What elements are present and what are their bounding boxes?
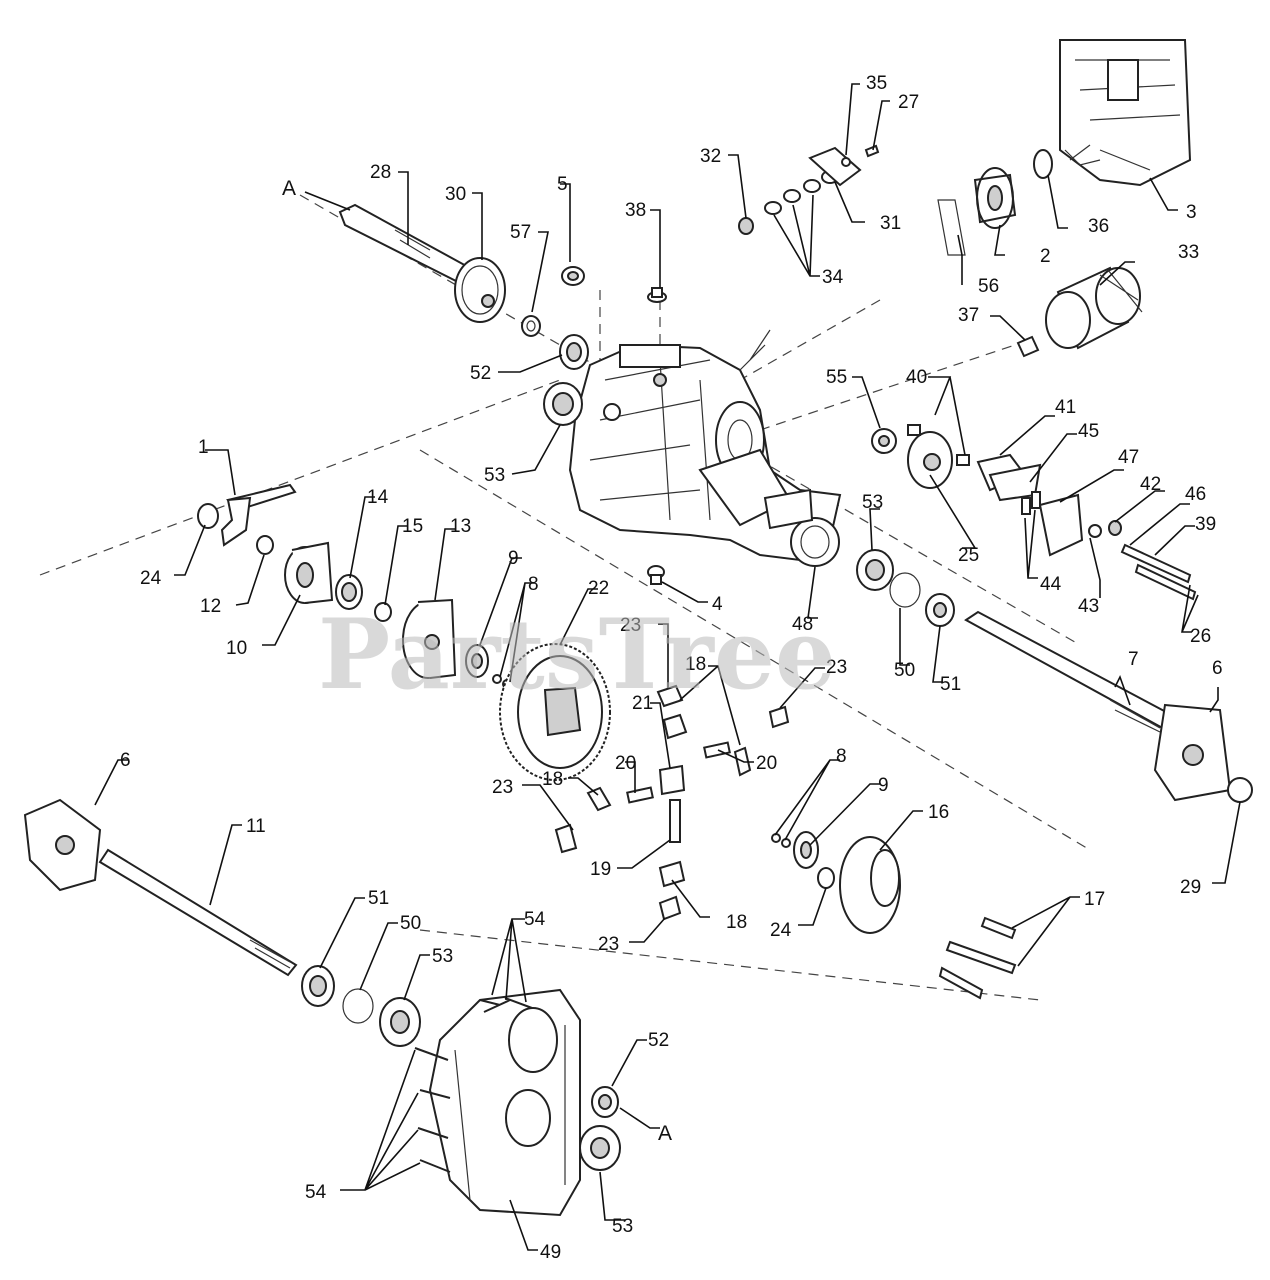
callout-10: 10	[226, 638, 247, 659]
callout-37: 37	[958, 305, 979, 326]
transaxle-housing	[568, 329, 842, 567]
callout-35: 35	[866, 73, 887, 94]
callout-54-bottom: 54	[305, 1182, 327, 1203]
callout-46: 46	[1185, 484, 1206, 505]
pump-pulley	[937, 149, 1053, 256]
oil-filter	[1045, 266, 1143, 350]
callout-23-a: 23	[620, 615, 641, 636]
input-shaft	[338, 203, 541, 337]
right-axle-parts	[856, 549, 1253, 803]
callout-23-d: 23	[598, 934, 619, 955]
callout-51-right: 51	[940, 674, 961, 695]
callout-21: 21	[632, 693, 653, 714]
callout-2: 2	[1040, 246, 1051, 267]
callout-12: 12	[200, 596, 221, 617]
callout-53-left: 53	[432, 946, 453, 967]
callout-50-right: 50	[894, 660, 915, 681]
callout-52-top: 52	[470, 363, 491, 384]
callout-49: 49	[540, 1242, 561, 1263]
callout-4: 4	[712, 594, 723, 615]
callout-6-right: 6	[1212, 658, 1223, 679]
callout-23-b: 23	[826, 657, 847, 678]
vent-caps	[561, 266, 667, 303]
upper-bearings	[543, 334, 589, 426]
callout-11: 11	[246, 816, 266, 837]
watermark: PartsTree	[318, 598, 836, 711]
callout-45: 45	[1078, 421, 1099, 442]
callout-24-left: 24	[140, 568, 162, 589]
callout-43: 43	[1078, 596, 1099, 617]
callout-53-bottom: 53	[612, 1216, 633, 1237]
callout-27: 27	[898, 92, 919, 113]
callout-44: 44	[1040, 574, 1062, 595]
right-cover	[771, 831, 1017, 1000]
callout-29: 29	[1180, 877, 1201, 898]
callout-16: 16	[928, 802, 949, 823]
leader-lines	[94, 83, 1241, 1251]
callout-28: 28	[370, 162, 391, 183]
callout-56: 56	[978, 276, 999, 297]
callout-31: 31	[880, 213, 901, 234]
callout-9-left: 9	[508, 548, 519, 569]
callout-32: 32	[700, 146, 721, 167]
callout-17: 17	[1084, 889, 1105, 910]
ref-mark-a-top: A	[282, 177, 296, 200]
callout-5: 5	[557, 174, 568, 195]
callout-33: 33	[1178, 242, 1199, 263]
callout-54-top: 54	[524, 909, 546, 930]
control-levers	[871, 424, 1197, 601]
callout-20-a: 20	[615, 753, 636, 774]
callout-8-left: 8	[528, 574, 539, 595]
callout-57: 57	[510, 222, 531, 243]
callout-22: 22	[588, 578, 609, 599]
relief-valve-parts	[738, 144, 880, 235]
drain-plug	[647, 565, 665, 585]
differential-parts	[554, 684, 790, 921]
callout-34: 34	[822, 267, 844, 288]
callout-19: 19	[590, 859, 611, 880]
left-axle-parts	[23, 798, 421, 1047]
shift-fork	[197, 483, 297, 555]
callout-48: 48	[792, 614, 813, 635]
callout-53-top: 53	[484, 465, 505, 486]
callout-39: 39	[1195, 514, 1216, 535]
left-gear-train	[284, 541, 512, 689]
callout-7: 7	[1128, 649, 1139, 670]
callout-18-c: 18	[726, 912, 747, 933]
callout-38: 38	[625, 200, 646, 221]
callout-36: 36	[1088, 216, 1109, 237]
callout-3: 3	[1186, 202, 1197, 223]
callout-18-b: 18	[542, 769, 563, 790]
callout-18-a: 18	[685, 654, 706, 675]
callout-41: 41	[1055, 397, 1076, 418]
callout-6-left: 6	[120, 750, 131, 771]
fitting	[1016, 335, 1040, 358]
ref-mark-a-bottom: A	[658, 1122, 672, 1145]
callout-50-left: 50	[400, 913, 421, 934]
callout-24-right: 24	[770, 920, 792, 941]
callout-55: 55	[826, 367, 847, 388]
bottom-cover	[414, 988, 621, 1217]
ring-gear	[499, 643, 611, 781]
callout-26: 26	[1190, 626, 1211, 647]
callout-52-bottom: 52	[648, 1030, 669, 1051]
callout-13: 13	[450, 516, 471, 537]
callout-51-left: 51	[368, 888, 389, 909]
callout-9-right: 9	[878, 775, 889, 796]
engine-assembly	[1059, 39, 1192, 187]
callout-25: 25	[958, 545, 979, 566]
callout-1: 1	[198, 437, 209, 458]
callout-53-mid: 53	[862, 492, 883, 513]
callout-labels: A A 28 30 5 57 38 52 53 32 35 27 31 34 2…	[120, 73, 1223, 1263]
callout-47: 47	[1118, 447, 1139, 468]
callout-20-b: 20	[756, 753, 777, 774]
callout-8-right: 8	[836, 746, 847, 767]
callout-40: 40	[906, 367, 927, 388]
callout-14: 14	[367, 487, 389, 508]
callout-23-c: 23	[492, 777, 513, 798]
callout-30: 30	[445, 184, 466, 205]
callout-15: 15	[402, 516, 423, 537]
callout-42: 42	[1140, 474, 1161, 495]
